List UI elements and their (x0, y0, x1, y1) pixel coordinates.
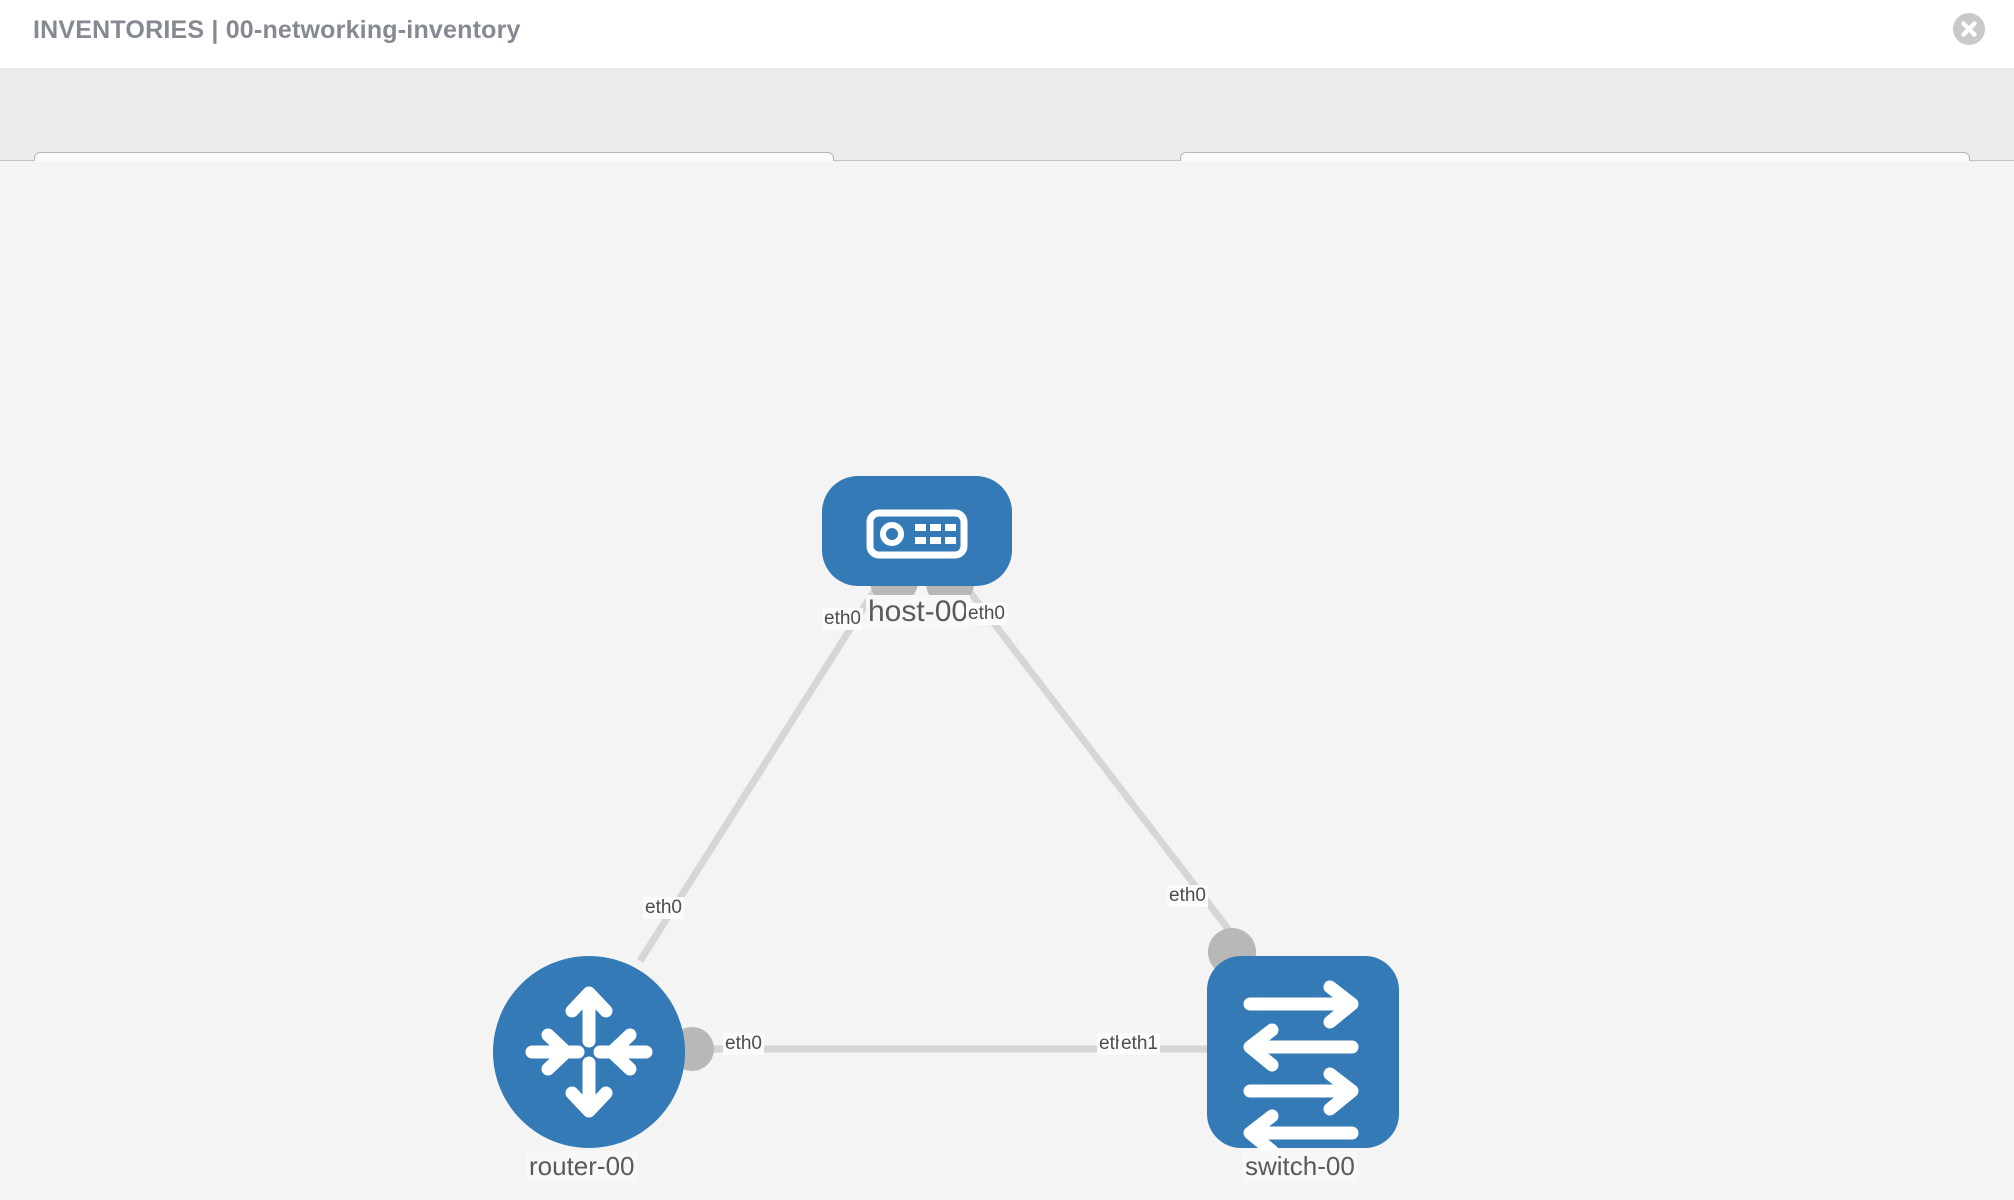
topology-graph (493, 476, 1399, 1158)
node-label-host-00: host-00 (866, 595, 971, 629)
iface-label-host-right: eth0 (966, 603, 1007, 625)
close-icon[interactable] (1952, 12, 1986, 46)
topology-canvas[interactable]: host-00 router-00 switch-00 eth0 eth0 et… (0, 161, 2014, 1200)
node-router-00[interactable] (493, 956, 685, 1148)
iface-label-host-left: eth0 (822, 608, 863, 630)
iface-label-switch-eth1: eth1 (1119, 1033, 1160, 1055)
link-host-router[interactable] (637, 564, 893, 963)
node-label-switch-00: switch-00 (1243, 1151, 1357, 1182)
node-host-00[interactable] (822, 476, 1012, 586)
toolbar: ACTIONS SEARCH (0, 69, 2014, 200)
node-label-router-00: router-00 (527, 1151, 637, 1182)
iface-label-router-uplink: eth0 (643, 897, 684, 919)
node-switch-00[interactable] (1207, 956, 1399, 1158)
page-title: INVENTORIES | 00-networking-inventory (33, 16, 521, 44)
iface-label-switch-uplink: eth0 (1167, 885, 1208, 907)
topology-ports (670, 557, 1256, 1071)
iface-label-router-eth0: eth0 (723, 1033, 764, 1055)
page-header: INVENTORIES | 00-networking-inventory (0, 0, 2014, 69)
topology-links (637, 563, 1248, 1053)
